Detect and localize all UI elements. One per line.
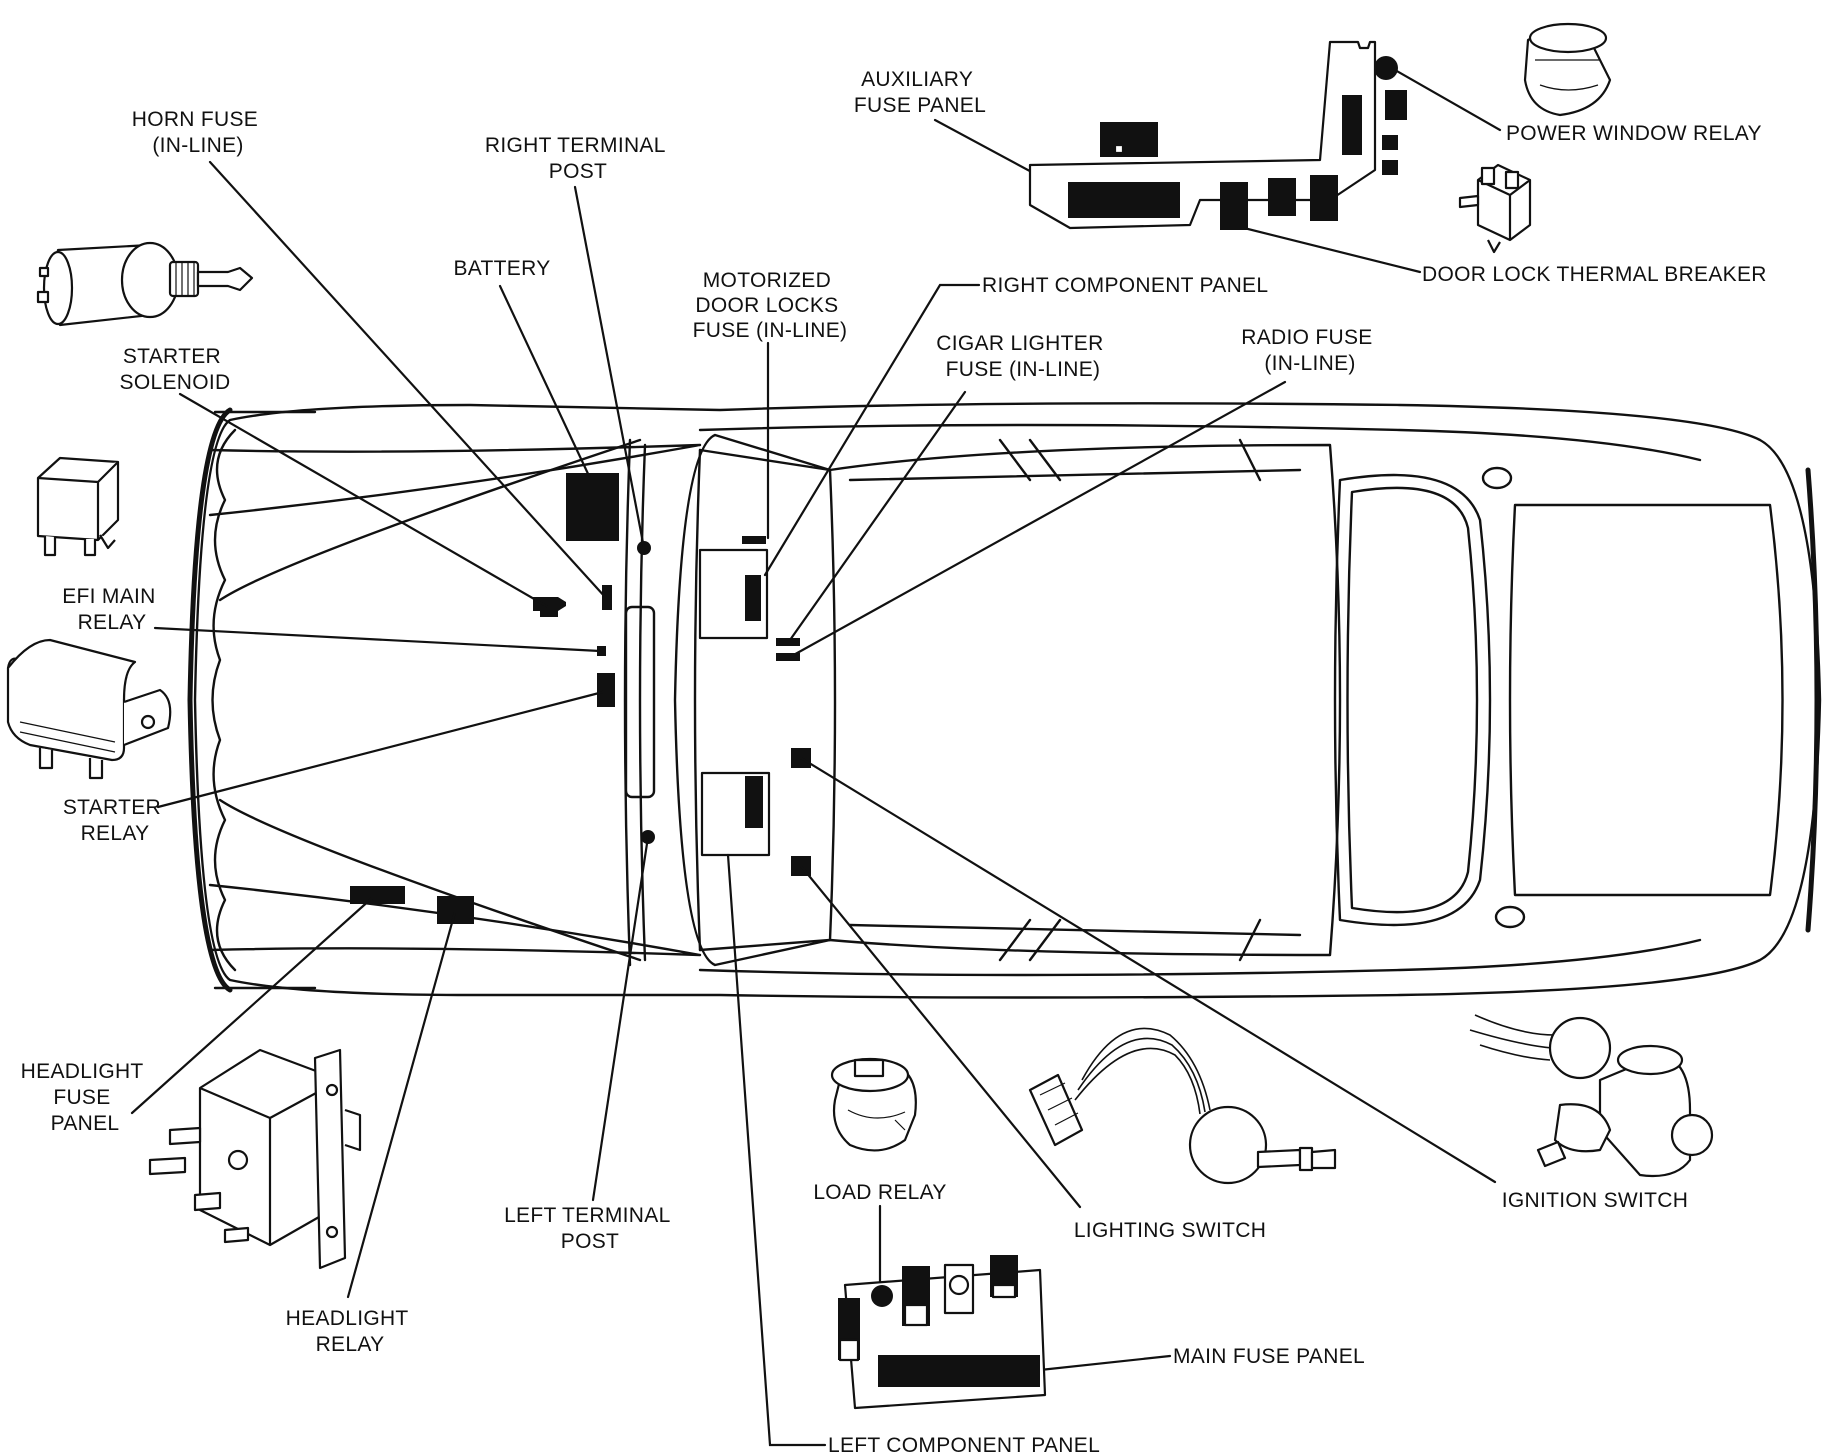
label-battery: BATTERY	[453, 257, 550, 280]
leader-starter-solenoid	[178, 392, 550, 609]
leader-headlight-fuse-panel	[130, 896, 374, 1115]
relay-cube-icon	[36, 456, 120, 557]
power-window-relay-icon	[1523, 22, 1612, 117]
lighting-switch-icon	[1028, 1027, 1337, 1185]
leader-starter-relay	[156, 690, 605, 809]
door-locks-fuse-mark	[742, 536, 766, 544]
label-starter-relay: STARTER RELAY	[63, 796, 167, 845]
label-horn-fuse: HORN FUSE (IN-LINE)	[132, 108, 265, 157]
leader-door-lock-thermal-breaker	[1230, 223, 1422, 274]
label-right-terminal-post: RIGHT TERMINAL POST	[485, 134, 671, 183]
battery-block	[566, 473, 619, 541]
horn-fuse-mark	[602, 585, 612, 610]
auxiliary-fuse-panel	[1028, 40, 1407, 230]
leader-cigar-lighter	[788, 390, 967, 642]
starter-solenoid-icon	[36, 241, 254, 327]
leader-efi-main-relay	[153, 626, 602, 653]
leader-main-fuse-panel	[1038, 1354, 1172, 1372]
label-door-lock-thermal-breaker: DOOR LOCK THERMAL BREAKER	[1422, 263, 1767, 286]
label-efi-main-relay: EFI MAIN RELAY	[62, 585, 162, 634]
leader-ignition-switch	[799, 756, 1497, 1184]
label-motorized-door-locks-fuse: MOTORIZED DOOR LOCKS FUSE (IN-LINE)	[693, 269, 848, 342]
main-fuse-panel	[838, 1255, 1047, 1410]
label-load-relay: LOAD RELAY	[813, 1181, 946, 1204]
starter-relay-mark	[597, 673, 615, 707]
leader-horn-fuse	[208, 160, 608, 600]
headlight-relay-icon	[148, 1048, 362, 1270]
label-auxiliary-fuse-panel: AUXILIARY FUSE PANEL	[854, 68, 986, 117]
label-left-terminal-post: LEFT TERMINAL POST	[504, 1204, 676, 1253]
label-lighting-switch: LIGHTING SWITCH	[1074, 1219, 1266, 1242]
leader-radio-fuse	[788, 380, 1287, 659]
headlight-relay-mark	[437, 896, 474, 924]
leader-right-component-panel	[763, 283, 981, 577]
cigar-lighter-fuse-mark	[776, 638, 800, 646]
car-body	[187, 402, 1822, 999]
label-power-window-relay: POWER WINDOW RELAY	[1506, 122, 1762, 145]
labels: HORN FUSE (IN-LINE) RIGHT TERMINAL POST …	[21, 68, 1767, 1456]
radio-fuse-mark	[776, 653, 800, 661]
load-relay-icon	[830, 1057, 917, 1152]
label-headlight-fuse-panel: HEADLIGHT FUSE PANEL	[21, 1060, 150, 1135]
headlight-fuse-panel-mark	[350, 886, 405, 904]
label-ignition-switch: IGNITION SWITCH	[1502, 1189, 1689, 1212]
label-left-component-panel: LEFT COMPONENT PANEL	[828, 1434, 1100, 1456]
label-cigar-lighter-fuse: CIGAR LIGHTER FUSE (IN-LINE)	[936, 332, 1109, 381]
leader-power-window-relay	[1393, 68, 1502, 132]
label-main-fuse-panel: MAIN FUSE PANEL	[1173, 1345, 1365, 1368]
label-right-component-panel: RIGHT COMPONENT PANEL	[982, 274, 1268, 297]
efi-relay-mark	[597, 646, 606, 656]
label-radio-fuse: RADIO FUSE (IN-LINE)	[1241, 326, 1379, 375]
leader-battery	[498, 284, 592, 480]
leader-right-terminal-post	[573, 185, 646, 550]
relay-box-icon	[6, 638, 172, 780]
leader-lighting-switch	[799, 864, 1082, 1209]
leader-headlight-relay	[346, 910, 457, 1299]
leader-left-terminal-post	[591, 835, 650, 1202]
leader-left-component-panel	[726, 853, 827, 1447]
door-lock-breaker-icon	[1458, 163, 1532, 254]
leader-lines	[130, 68, 1502, 1447]
label-starter-solenoid: STARTER SOLENOID	[120, 345, 231, 394]
label-headlight-relay: HEADLIGHT RELAY	[286, 1307, 415, 1356]
ignition-switch-icon	[1469, 1014, 1714, 1178]
